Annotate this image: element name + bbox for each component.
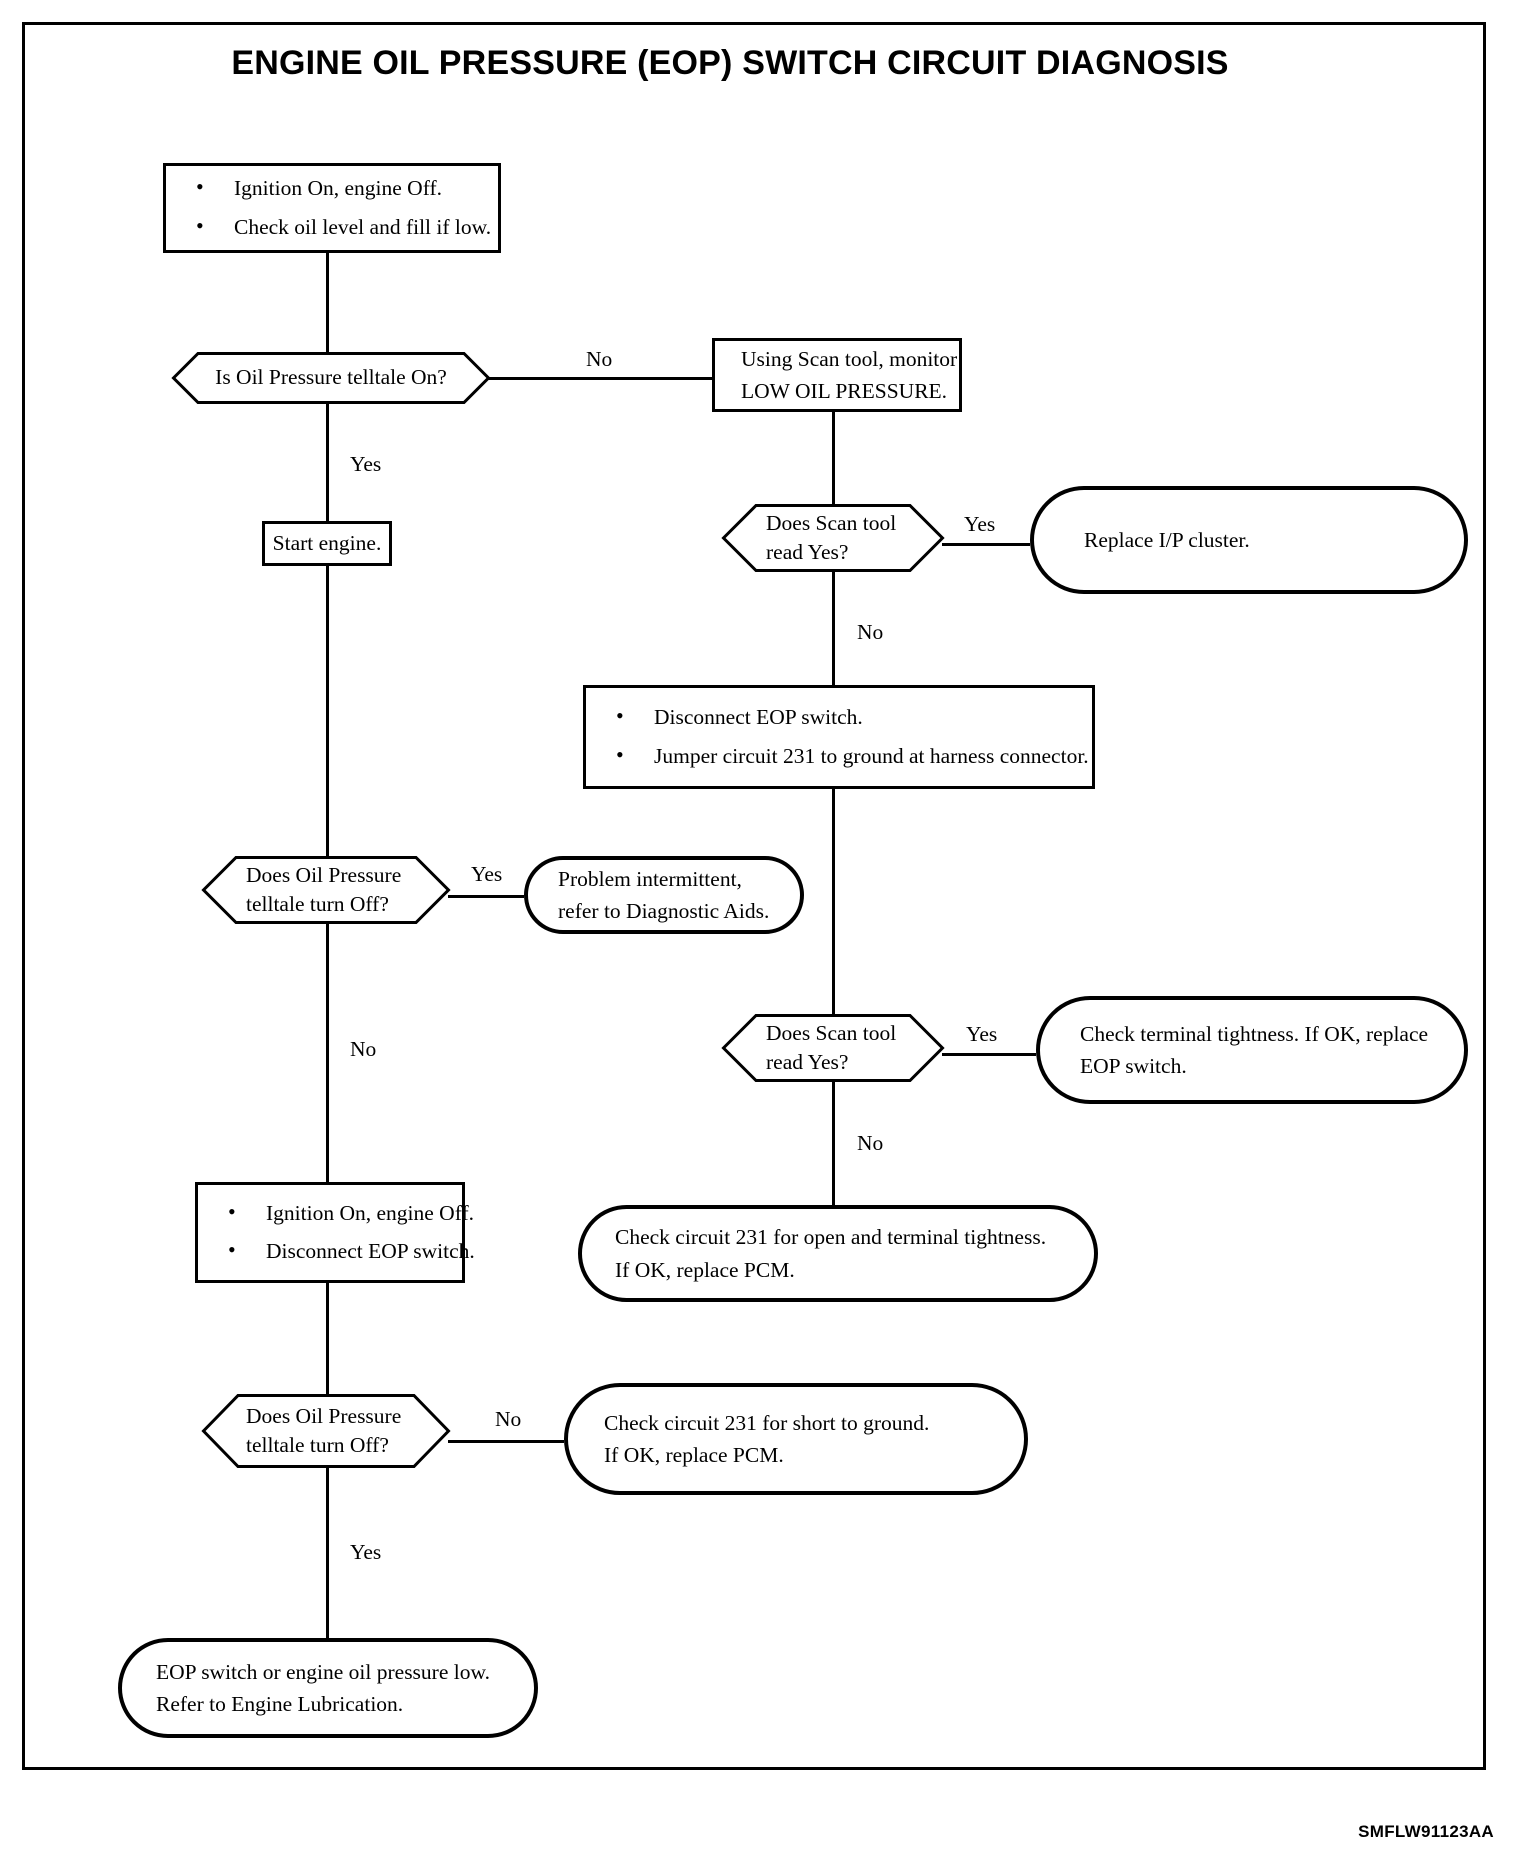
process-text: Start engine. xyxy=(273,527,382,559)
process-text: Using Scan tool, monitor LOW OIL PRESSUR… xyxy=(715,343,959,408)
bullet-list: Ignition On, engine Off. Check oil level… xyxy=(166,165,498,250)
connector-n14-n15 xyxy=(448,1440,564,1443)
process-line: Using Scan tool, monitor xyxy=(741,346,958,371)
bullet-item: Check oil level and fill if low. xyxy=(190,210,498,242)
decision-does-oil-pressure-telltale-turn-off-2[interactable]: Does Oil Pressure telltale turn Off? xyxy=(201,1394,451,1468)
decision-does-scan-tool-read-yes-1[interactable]: Does Scan tool read Yes? xyxy=(721,504,945,572)
terminator-line: Problem intermittent, xyxy=(558,866,742,891)
bullet-list: Disconnect EOP switch. Jumper circuit 23… xyxy=(586,694,1092,779)
terminator-text: Check circuit 231 for short to ground. I… xyxy=(568,1407,1024,1472)
terminator-replace-ip-cluster[interactable]: Replace I/P cluster. xyxy=(1030,486,1468,594)
terminator-text: Problem intermittent, refer to Diagnosti… xyxy=(528,863,800,928)
bullet-item: Disconnect EOP switch. xyxy=(222,1235,475,1266)
terminator-text: Replace I/P cluster. xyxy=(1034,524,1464,556)
edge-label-n14-yes: Yes xyxy=(350,1540,382,1564)
connector-n7-n10 xyxy=(832,789,835,1019)
connector-n5-n7 xyxy=(832,572,835,685)
process-initial-checks[interactable]: Ignition On, engine Off. Check oil level… xyxy=(163,163,501,253)
process-line: Start engine. xyxy=(272,531,382,556)
terminator-line: If OK, replace PCM. xyxy=(604,1443,784,1467)
hexagon-shape xyxy=(201,1394,451,1468)
terminator-check-terminal-tightness[interactable]: Check terminal tightness. If OK, replace… xyxy=(1036,996,1468,1104)
terminator-check-circuit-231-short[interactable]: Check circuit 231 for short to ground. I… xyxy=(564,1383,1028,1495)
edge-label-n10-yes: Yes xyxy=(966,1022,998,1046)
bullet-item: Disconnect EOP switch. xyxy=(610,701,1092,732)
decision-is-oil-pressure-telltale-on[interactable]: Is Oil Pressure telltale On? xyxy=(171,352,491,404)
terminator-line: EOP switch. xyxy=(1080,1054,1187,1078)
process-disconnect-and-jumper[interactable]: Disconnect EOP switch. Jumper circuit 23… xyxy=(583,685,1095,789)
edge-label-n5-no: No xyxy=(857,620,884,644)
bullet-item: Ignition On, engine Off. xyxy=(190,172,498,203)
edge-label-n2-yes: Yes xyxy=(350,452,382,476)
connector-n3-n5 xyxy=(832,412,835,520)
hexagon-shape xyxy=(171,352,491,404)
bullet-item: Ignition On, engine Off. xyxy=(222,1197,474,1228)
terminator-line: Check circuit 231 for short to ground. xyxy=(604,1410,930,1435)
connector-n4-n8 xyxy=(326,566,329,866)
hexagon-shape xyxy=(721,504,945,572)
process-line: LOW OIL PRESSURE. xyxy=(741,379,948,403)
terminator-check-circuit-231-open[interactable]: Check circuit 231 for open and terminal … xyxy=(578,1205,1098,1302)
connector-n1-n2 xyxy=(326,252,329,352)
connector-n2-n4 xyxy=(326,403,329,521)
connector-n8-n12 xyxy=(326,924,329,1182)
decision-does-scan-tool-read-yes-2[interactable]: Does Scan tool read Yes? xyxy=(721,1014,945,1082)
process-start-engine[interactable]: Start engine. xyxy=(262,521,392,566)
connector-n8-n9 xyxy=(448,895,524,898)
bullet-list: Ignition On, engine Off. Disconnect EOP … xyxy=(198,1190,475,1275)
connector-n5-n6 xyxy=(942,543,1030,546)
terminator-line: Check terminal tightness. If OK, replace xyxy=(1080,1021,1429,1046)
bullet-item: Jumper circuit 231 to ground at harness … xyxy=(610,739,1092,771)
terminator-line: refer to Diagnostic Aids. xyxy=(558,899,770,923)
edge-label-n8-yes: Yes xyxy=(471,862,503,886)
connector-n2-n3 xyxy=(487,377,712,380)
terminator-problem-intermittent[interactable]: Problem intermittent, refer to Diagnosti… xyxy=(524,856,804,934)
terminator-line: If OK, replace PCM. xyxy=(615,1257,795,1282)
process-monitor-low-oil-pressure[interactable]: Using Scan tool, monitor LOW OIL PRESSUR… xyxy=(712,338,962,412)
connector-n12-n14 xyxy=(326,1283,329,1394)
connector-n10-n13 xyxy=(832,1082,835,1205)
terminator-eop-switch-or-low-pressure[interactable]: EOP switch or engine oil pressure low. R… xyxy=(118,1638,538,1738)
connector-n10-n11 xyxy=(942,1053,1036,1056)
edge-label-n2-no: No xyxy=(586,347,613,371)
decision-does-oil-pressure-telltale-turn-off-1[interactable]: Does Oil Pressure telltale turn Off? xyxy=(201,856,451,924)
process-ignition-on-disconnect-eop[interactable]: Ignition On, engine Off. Disconnect EOP … xyxy=(195,1182,475,1283)
connector-n14-n16 xyxy=(326,1468,329,1638)
terminator-text: EOP switch or engine oil pressure low. R… xyxy=(122,1656,534,1721)
hexagon-shape xyxy=(201,856,451,924)
terminator-line: Refer to Engine Lubrication. xyxy=(156,1692,404,1716)
terminator-text: Check circuit 231 for open and terminal … xyxy=(582,1221,1094,1286)
terminator-line: Replace I/P cluster. xyxy=(1084,527,1250,552)
page-border xyxy=(22,22,1486,1770)
edge-label-n5-yes: Yes xyxy=(964,512,996,536)
edge-label-n10-no: No xyxy=(857,1131,884,1155)
edge-label-n14-no: No xyxy=(495,1407,522,1431)
terminator-text: Check terminal tightness. If OK, replace… xyxy=(1040,1018,1464,1083)
terminator-line: EOP switch or engine oil pressure low. xyxy=(156,1659,490,1684)
page-title: ENGINE OIL PRESSURE (EOP) SWITCH CIRCUIT… xyxy=(231,44,1229,82)
hexagon-shape xyxy=(721,1014,945,1082)
document-id: SMFLW91123AA xyxy=(1358,1822,1494,1841)
edge-label-n8-no: No xyxy=(350,1037,377,1061)
terminator-line: Check circuit 231 for open and terminal … xyxy=(615,1225,1047,1250)
